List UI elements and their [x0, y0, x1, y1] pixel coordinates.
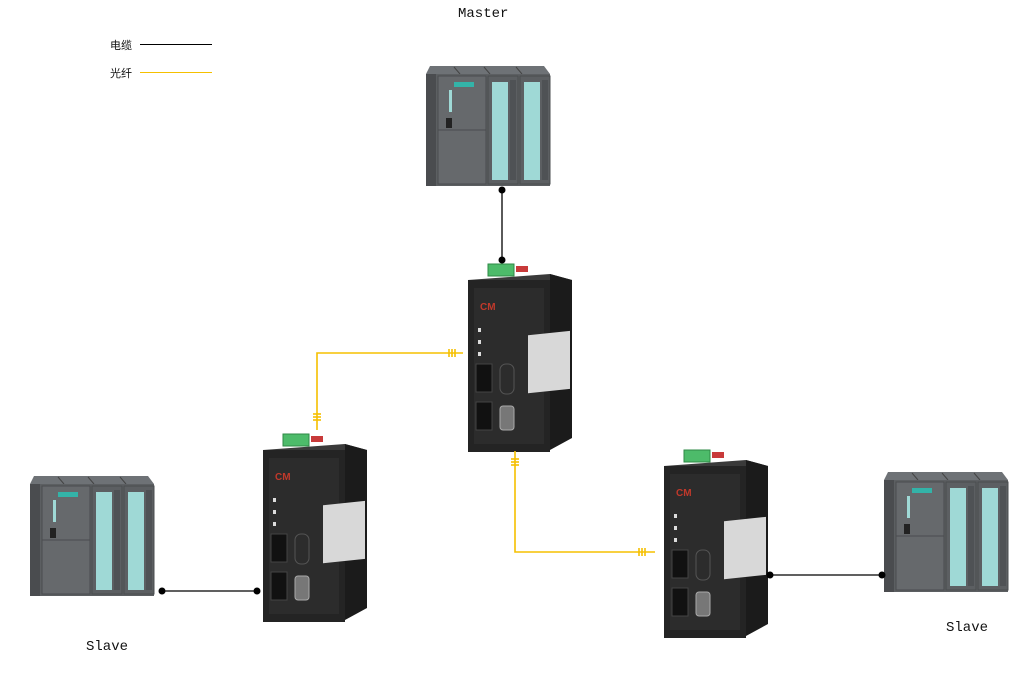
slave-left-plc[interactable]	[29, 475, 155, 597]
slave-right-label: Slave	[946, 620, 989, 636]
legend-cable-line	[140, 44, 212, 45]
legend-cable-label: 电缆	[110, 39, 132, 52]
legend: 电缆 光纤	[110, 36, 220, 80]
cable-slave-left	[158, 587, 261, 595]
slave-left-label: Slave	[86, 639, 129, 655]
converter-center[interactable]	[467, 263, 573, 453]
fiber-center-right	[511, 451, 655, 556]
slave-right-plc[interactable]	[883, 471, 1009, 593]
fiber-center-left	[313, 349, 463, 430]
master-plc[interactable]	[425, 65, 551, 187]
legend-fiber-line	[140, 72, 212, 73]
cable-slave-right	[766, 571, 886, 579]
cable-master-center	[498, 186, 506, 264]
converter-left[interactable]	[262, 433, 368, 623]
converter-right[interactable]	[663, 449, 769, 639]
legend-fiber-label: 光纤	[110, 67, 132, 80]
master-title: Master	[458, 6, 509, 22]
